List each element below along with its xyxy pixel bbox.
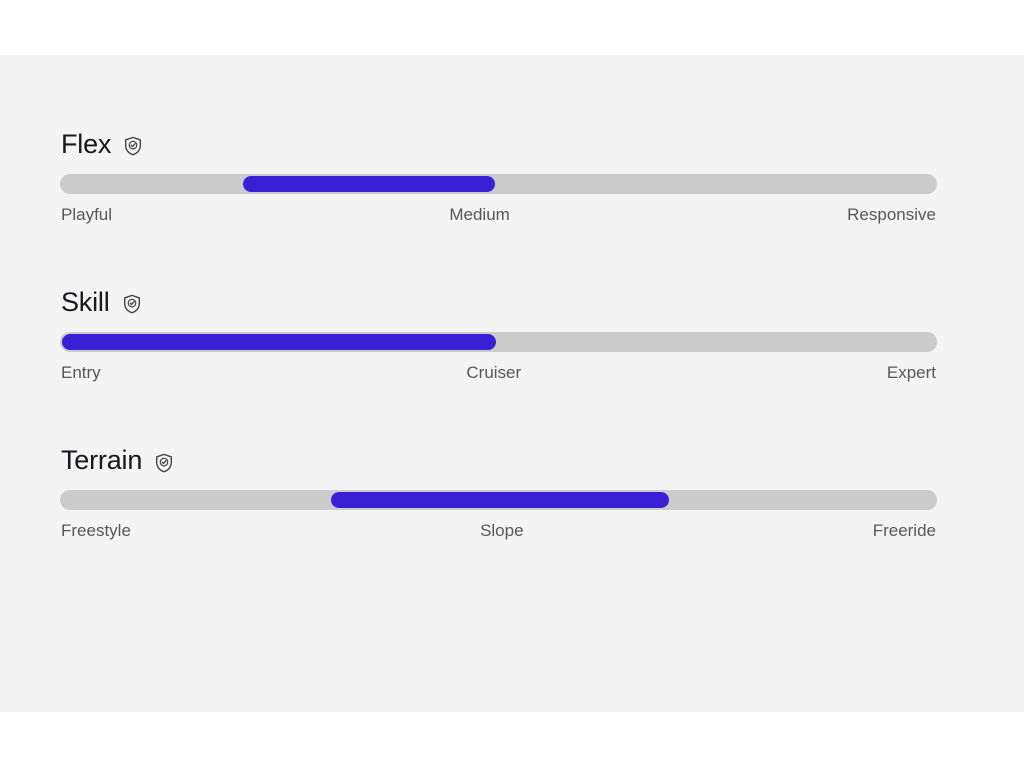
spec-title-skill: Skill bbox=[61, 287, 110, 318]
slider-scale-flex: Playful Medium Responsive bbox=[60, 205, 937, 225]
spec-header-terrain: Terrain bbox=[61, 445, 937, 476]
slider-label-flex-start: Playful bbox=[61, 204, 113, 224]
slider-label-terrain-end: Freeride bbox=[872, 520, 936, 540]
slider-fill-skill[interactable] bbox=[61, 333, 496, 350]
spec-title-terrain: Terrain bbox=[61, 445, 143, 476]
spec-title-flex: Flex bbox=[61, 129, 112, 159]
slider-scale-terrain: Freestyle Slope Freeride bbox=[60, 521, 937, 541]
slider-label-skill-end: Expert bbox=[886, 362, 936, 382]
slider-label-terrain-center: Slope bbox=[480, 520, 524, 540]
slider-track-skill[interactable] bbox=[60, 331, 937, 352]
slider-track-terrain[interactable] bbox=[60, 489, 937, 510]
content-panel: Flex Playful Medium Responsive bbox=[0, 55, 1024, 712]
shield-check-icon bbox=[121, 293, 143, 315]
spec-slider-list: Flex Playful Medium Responsive bbox=[60, 129, 937, 541]
slider-label-terrain-start: Freestyle bbox=[61, 520, 131, 540]
spec-group-flex: Flex Playful Medium Responsive bbox=[60, 129, 937, 225]
shield-check-icon bbox=[122, 135, 144, 157]
shield-check-icon bbox=[153, 452, 175, 474]
spec-header-skill: Skill bbox=[61, 287, 937, 318]
spec-group-terrain: Terrain Freestyle Slope Freeri bbox=[60, 445, 937, 541]
slider-label-flex-center: Medium bbox=[449, 204, 510, 224]
slider-fill-flex[interactable] bbox=[243, 175, 495, 192]
slider-fill-terrain[interactable] bbox=[330, 491, 669, 508]
slider-label-skill-start: Entry bbox=[61, 362, 101, 382]
slider-track-flex[interactable] bbox=[60, 173, 937, 194]
slider-label-skill-center: Cruiser bbox=[466, 362, 522, 382]
slider-label-flex-end: Responsive bbox=[847, 204, 936, 224]
spec-group-skill: Skill Entry Cruiser Expert bbox=[60, 287, 937, 383]
slider-scale-skill: Entry Cruiser Expert bbox=[60, 363, 937, 383]
spec-header-flex: Flex bbox=[61, 129, 937, 160]
